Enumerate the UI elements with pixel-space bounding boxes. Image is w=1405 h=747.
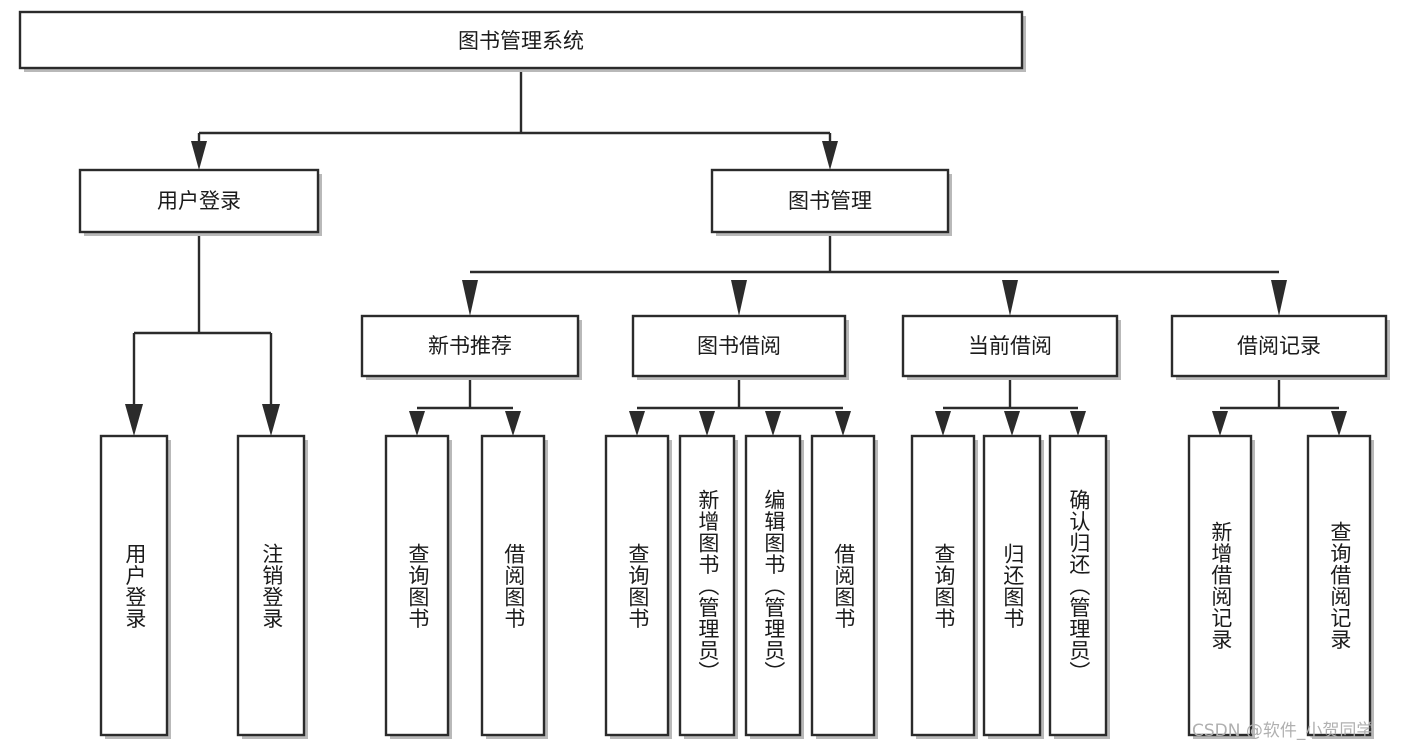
connector-group-userlogin-to-leaves (125, 232, 280, 436)
node-book-management[interactable]: 图书管理 (710, 168, 952, 236)
node-current-borrow-box[interactable] (901, 314, 1119, 378)
node-new-book-recommend[interactable]: 新书推荐 (360, 314, 582, 380)
arrow-head-bookborrow-leaf-1 (629, 411, 645, 436)
arrow-head-leaf-logout (262, 404, 280, 436)
arrow-head-leaf-user-login (125, 404, 143, 436)
connector-group-bookborrow-to-leaves (629, 376, 851, 436)
leaf-query-book-borrow-box[interactable] (604, 434, 670, 737)
leaf-logout[interactable] (236, 434, 308, 739)
node-new-book-recommend-box[interactable] (360, 314, 580, 378)
leaf-edit-book-admin[interactable] (744, 434, 804, 739)
connector-group-newbook-to-leaves (409, 376, 521, 436)
leaf-borrow-book-box[interactable] (810, 434, 876, 737)
leaf-query-book-newbook-box[interactable] (384, 434, 450, 737)
connector-group-currentborrow-to-leaves (935, 376, 1086, 436)
leaf-user-login-box[interactable] (99, 434, 169, 737)
node-root-label: 图书管理系统 (458, 29, 584, 53)
node-user-login[interactable]: 用户登录 (78, 168, 322, 236)
node-root-box[interactable] (18, 10, 1024, 70)
node-book-borrow[interactable]: 图书借阅 (631, 314, 849, 380)
node-book-management-label: 图书管理 (788, 189, 872, 213)
leaf-logout-box[interactable] (236, 434, 306, 737)
arrow-head-bookborrow-leaf-4 (835, 411, 851, 436)
leaf-add-borrow-record-box[interactable] (1187, 434, 1253, 737)
arrow-head-newbook-leaf-1 (409, 411, 425, 436)
arrow-head-book-mgmt (822, 141, 838, 170)
node-new-book-recommend-label: 新书推荐 (428, 334, 512, 358)
leaf-query-borrow-record[interactable] (1306, 434, 1374, 739)
leaf-add-book-admin-box[interactable] (678, 434, 736, 737)
csdn-watermark: CSDN @软件_小贺同学 (1192, 721, 1374, 741)
node-book-borrow-label: 图书借阅 (697, 334, 781, 358)
arrow-head-book-borrow (731, 280, 747, 316)
node-current-borrow[interactable]: 当前借阅 (901, 314, 1121, 380)
arrow-head-currentborrow-leaf-3 (1070, 411, 1086, 436)
leaf-borrow-book-newbook[interactable] (480, 434, 548, 739)
node-book-management-box[interactable] (710, 168, 950, 234)
node-current-borrow-label: 当前借阅 (968, 334, 1052, 358)
leaf-return-book-box[interactable] (982, 434, 1042, 737)
arrow-head-borrowrecord-leaf-1 (1212, 411, 1228, 436)
node-borrow-record-label: 借阅记录 (1237, 334, 1321, 358)
leaf-user-login[interactable] (99, 434, 171, 739)
arrow-head-newbook-leaf-2 (505, 411, 521, 436)
arrow-head-current-borrow (1002, 280, 1018, 316)
arrow-head-user-login (191, 141, 207, 170)
node-borrow-record-box[interactable] (1170, 314, 1388, 378)
arrow-head-currentborrow-leaf-1 (935, 411, 951, 436)
node-user-login-box[interactable] (78, 168, 320, 234)
leaf-confirm-return-admin-box[interactable] (1048, 434, 1108, 737)
connector-group-root-to-level2 (191, 68, 838, 170)
arrow-head-borrowrecord-leaf-2 (1331, 411, 1347, 436)
leaf-node-group (99, 434, 1374, 739)
connector-group-bookmgmt-to-level3 (462, 232, 1287, 316)
arrow-head-currentborrow-leaf-2 (1004, 411, 1020, 436)
leaf-add-book-admin[interactable] (678, 434, 738, 739)
leaf-borrow-book-newbook-box[interactable] (480, 434, 546, 737)
leaf-query-book-newbook[interactable] (384, 434, 452, 739)
arrow-head-new-book (462, 280, 478, 316)
leaf-return-book[interactable] (982, 434, 1044, 739)
arrow-head-bookborrow-leaf-2 (699, 411, 715, 436)
arrow-head-borrow-record (1271, 280, 1287, 316)
leaf-query-book-borrow[interactable] (604, 434, 672, 739)
node-borrow-record[interactable]: 借阅记录 (1170, 314, 1390, 380)
leaf-add-borrow-record[interactable] (1187, 434, 1255, 739)
leaf-edit-book-admin-box[interactable] (744, 434, 802, 737)
node-book-borrow-box[interactable] (631, 314, 847, 378)
leaf-query-book-current-box[interactable] (910, 434, 976, 737)
arrow-head-bookborrow-leaf-3 (765, 411, 781, 436)
node-user-login-label: 用户登录 (157, 189, 241, 213)
leaf-borrow-book[interactable] (810, 434, 878, 739)
node-root[interactable]: 图书管理系统 (18, 10, 1026, 72)
leaf-confirm-return-admin[interactable] (1048, 434, 1110, 739)
leaf-query-borrow-record-box[interactable] (1306, 434, 1372, 737)
connector-group-borrowrecord-to-leaves (1212, 376, 1347, 436)
leaf-query-book-current[interactable] (910, 434, 978, 739)
